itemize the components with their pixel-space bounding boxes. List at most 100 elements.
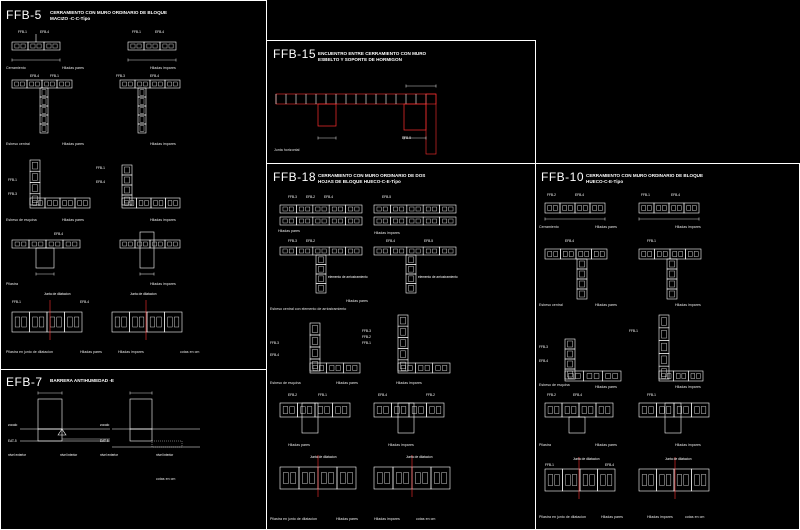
caption-pilastra-junta: Pilastra en junto de dilatacion	[6, 350, 53, 354]
caption-cotas: cotas en cm	[416, 517, 436, 521]
block-cell	[149, 316, 155, 328]
block-cell	[35, 81, 40, 87]
tag-efb4: EFB-4	[575, 193, 585, 197]
tag-efb4: EFB-4	[573, 393, 583, 397]
block-cell	[661, 342, 667, 352]
tag-junta-dilatacion: Junta de dilatacion	[573, 457, 600, 461]
efb7-title: BARRERA ANTIHUMEDAD -E	[50, 378, 114, 383]
block-cell	[139, 107, 145, 114]
block-unit	[111, 311, 130, 333]
tag-ffb3: FFB-3	[270, 341, 279, 345]
block-unit	[121, 164, 133, 176]
block-cell	[335, 406, 341, 414]
caption-hiladas-pares: Hiladas pares	[62, 66, 84, 70]
block-cell	[584, 251, 589, 257]
block-unit	[29, 170, 41, 183]
caption-hiladas-pares: Hiladas pares	[62, 142, 84, 146]
block-cell	[376, 248, 382, 254]
caption-pilastra: Pilastra	[6, 282, 18, 286]
block-unit	[576, 268, 588, 280]
block-cell	[300, 406, 306, 414]
block-cell	[146, 43, 152, 49]
wall-t-a	[279, 246, 363, 256]
tag-efb4: EFB-4	[324, 195, 334, 199]
block-unit	[685, 248, 702, 260]
pilaster-box	[35, 247, 55, 269]
block-cell	[661, 355, 667, 364]
block-cell	[547, 251, 553, 257]
block-cell	[39, 316, 45, 328]
block-cell	[130, 43, 136, 49]
block-cell	[338, 218, 343, 224]
block-unit	[654, 248, 671, 260]
block-cell	[693, 251, 699, 257]
caption-hiladas-pares: Hiladas pares	[595, 225, 617, 229]
block-cell	[376, 406, 382, 414]
block-cell	[122, 241, 127, 247]
block-cell	[400, 339, 406, 347]
caption-cotas: cotas en cm	[180, 350, 200, 354]
block-cell	[128, 81, 133, 87]
block-cell	[62, 200, 67, 206]
block-cell	[676, 406, 682, 414]
block-unit	[279, 216, 297, 226]
caption-pilastra-junta: Pilastra en junto de dilatacion	[539, 515, 586, 519]
block-cell	[52, 43, 58, 49]
block-unit	[638, 248, 655, 260]
block-unit	[74, 197, 91, 209]
block-cell	[415, 472, 421, 484]
block-unit	[373, 246, 391, 256]
wall-esquina-base-b	[658, 370, 704, 382]
block-cell	[383, 406, 389, 414]
block-cell	[598, 406, 604, 414]
block-unit	[397, 348, 409, 361]
block-cell	[152, 81, 157, 87]
block-unit	[439, 246, 457, 256]
wall-esquina-base-b	[397, 362, 451, 374]
block-unit	[658, 340, 670, 354]
block-cell	[299, 218, 304, 224]
block-cell	[641, 406, 647, 414]
block-cell	[158, 81, 163, 87]
block-cell	[583, 205, 588, 211]
tag-efb2: EFB-2	[288, 393, 298, 397]
block-cell	[579, 270, 585, 278]
block-unit	[422, 204, 440, 214]
block-cell	[418, 406, 424, 414]
block-unit	[666, 288, 678, 300]
block-unit	[691, 402, 710, 418]
block-cell	[694, 406, 700, 414]
block-cell	[442, 365, 448, 371]
block-unit	[315, 273, 327, 284]
block-unit	[315, 254, 327, 265]
block-cell	[598, 205, 603, 211]
tag-eat5: EAT-5	[8, 439, 17, 443]
block-cell	[139, 89, 145, 96]
block-cell	[307, 406, 313, 414]
block-cell	[348, 206, 354, 212]
block-cell	[305, 248, 311, 254]
block-cell	[139, 125, 145, 132]
tag-efb4: EFB-4	[386, 239, 396, 243]
block-unit	[564, 368, 576, 380]
block-cell	[167, 200, 173, 206]
block-unit	[146, 311, 165, 333]
caption-hiladas-pares: Hiladas pares	[595, 303, 617, 307]
block-unit	[343, 362, 361, 374]
block-cell	[124, 186, 130, 194]
tag-arriostramiento: elemento de arriostramiento	[328, 275, 368, 279]
block-cell	[692, 205, 697, 211]
block-cell	[408, 285, 414, 292]
block-unit	[26, 79, 43, 89]
block-cell	[593, 373, 600, 379]
block-cell	[678, 251, 683, 257]
block-unit	[591, 248, 608, 260]
block-cell	[65, 241, 71, 247]
block-cell	[572, 474, 578, 486]
wall-t-stem-b	[666, 258, 678, 300]
block-unit	[589, 202, 606, 214]
block-cell	[67, 316, 73, 328]
block-unit	[405, 254, 417, 265]
